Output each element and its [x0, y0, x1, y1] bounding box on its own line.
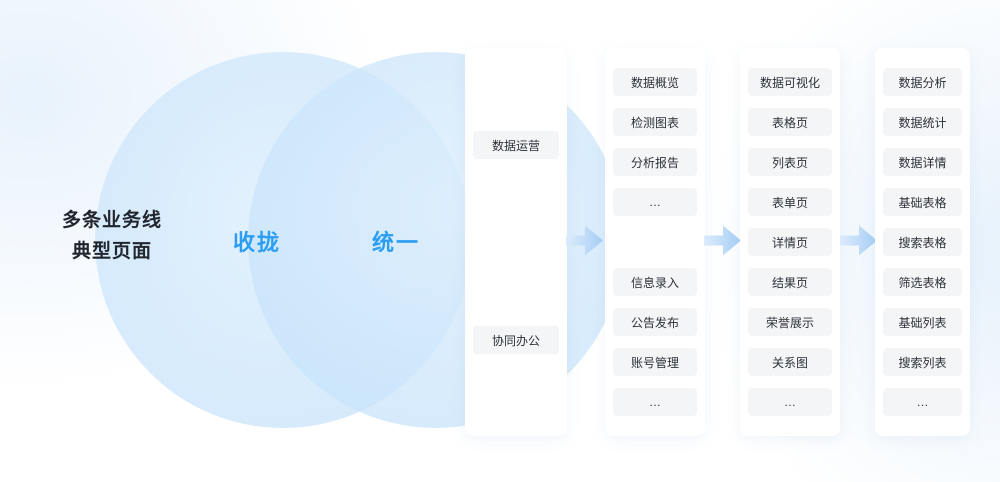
- chip-ellipsis: …: [883, 388, 962, 416]
- chip-monitor-charts: 检测图表: [613, 108, 697, 136]
- chip-search-table: 搜索表格: [883, 228, 962, 256]
- chip-ellipsis: …: [613, 188, 697, 216]
- chip-ellipsis: …: [748, 388, 832, 416]
- chip-analysis-report: 分析报告: [613, 148, 697, 176]
- flow-arrow-icon: [566, 225, 603, 256]
- chip-data-detail: 数据详情: [883, 148, 962, 176]
- diagram-title-line2: 典型页面: [71, 241, 152, 262]
- column-page-types: 数据可视化 表格页 列表页 表单页 详情页 结果页 荣誉展示 关系图 …: [740, 48, 840, 436]
- chip-list-page: 列表页: [748, 148, 832, 176]
- chip-basic-table: 基础表格: [883, 188, 962, 216]
- chip-detail-page: 详情页: [748, 228, 832, 256]
- chip-honor-display: 荣誉展示: [748, 308, 832, 336]
- column-modules: 数据概览 检测图表 分析报告 … 信息录入 公告发布 账号管理 …: [605, 48, 705, 436]
- chip-filter-table: 筛选表格: [883, 268, 962, 296]
- column-templates: 数据分析 数据统计 数据详情 基础表格 搜索表格 筛选表格 基础列表 搜索列表 …: [875, 48, 970, 436]
- column-gap: [613, 228, 697, 256]
- chip-collaboration: 协同办公: [473, 326, 559, 354]
- chip-data-overview: 数据概览: [613, 68, 697, 96]
- chip-basic-list: 基础列表: [883, 308, 962, 336]
- chip-form-page: 表单页: [748, 188, 832, 216]
- chip-account-management: 账号管理: [613, 348, 697, 376]
- diagram-title-line1: 多条业务线: [61, 210, 162, 231]
- flow-arrow-icon: [840, 225, 877, 256]
- chip-search-list: 搜索列表: [883, 348, 962, 376]
- chip-data-statistics: 数据统计: [883, 108, 962, 136]
- stage-label-unify: 统一: [371, 230, 421, 255]
- stage-label-collect: 收拢: [232, 230, 282, 255]
- chip-data-operation: 数据运营: [473, 131, 559, 159]
- chip-announcement: 公告发布: [613, 308, 697, 336]
- chip-data-visualization: 数据可视化: [748, 68, 832, 96]
- column-business-lines: 数据运营 协同办公: [465, 48, 567, 436]
- chip-table-page: 表格页: [748, 108, 832, 136]
- chip-ellipsis: …: [613, 388, 697, 416]
- chip-data-analysis: 数据分析: [883, 68, 962, 96]
- flow-arrow-icon: [704, 225, 741, 256]
- chip-info-entry: 信息录入: [613, 268, 697, 296]
- chip-result-page: 结果页: [748, 268, 832, 296]
- chip-relation-graph: 关系图: [748, 348, 832, 376]
- diagram-title: 多条业务线 典型页面: [28, 205, 196, 267]
